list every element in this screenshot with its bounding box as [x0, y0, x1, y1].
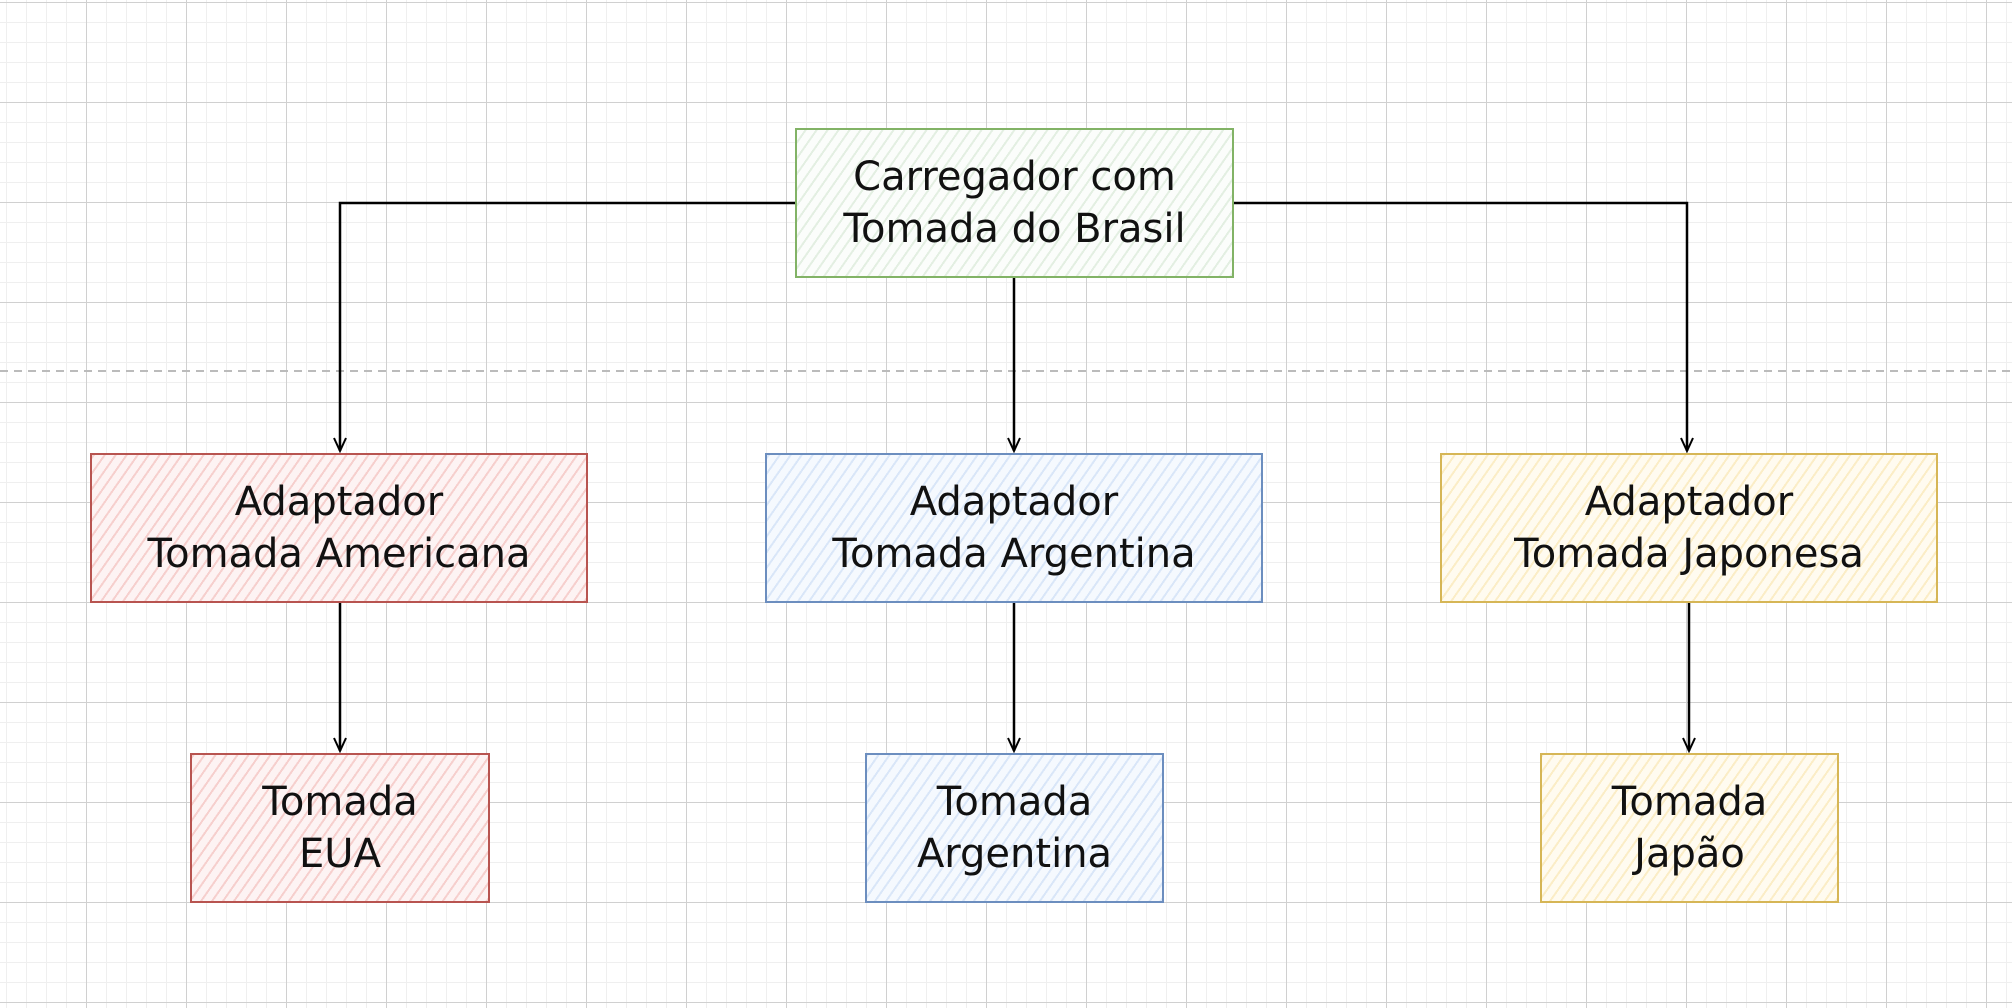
node-socket-us[interactable]: Tomada EUA	[190, 753, 490, 903]
node-adapter-jp[interactable]: Adaptador Tomada Japonesa	[1440, 453, 1938, 603]
node-socket-jp[interactable]: Tomada Japão	[1540, 753, 1839, 903]
node-root-charger[interactable]: Carregador com Tomada do Brasil	[795, 128, 1234, 278]
edge-root-to-adapter-us	[340, 201, 795, 451]
node-socket-ar[interactable]: Tomada Argentina	[865, 753, 1164, 903]
edge-root-to-adapter-jp	[1234, 201, 1687, 451]
node-adapter-ar[interactable]: Adaptador Tomada Argentina	[765, 453, 1263, 603]
node-adapter-us[interactable]: Adaptador Tomada Americana	[90, 453, 588, 603]
